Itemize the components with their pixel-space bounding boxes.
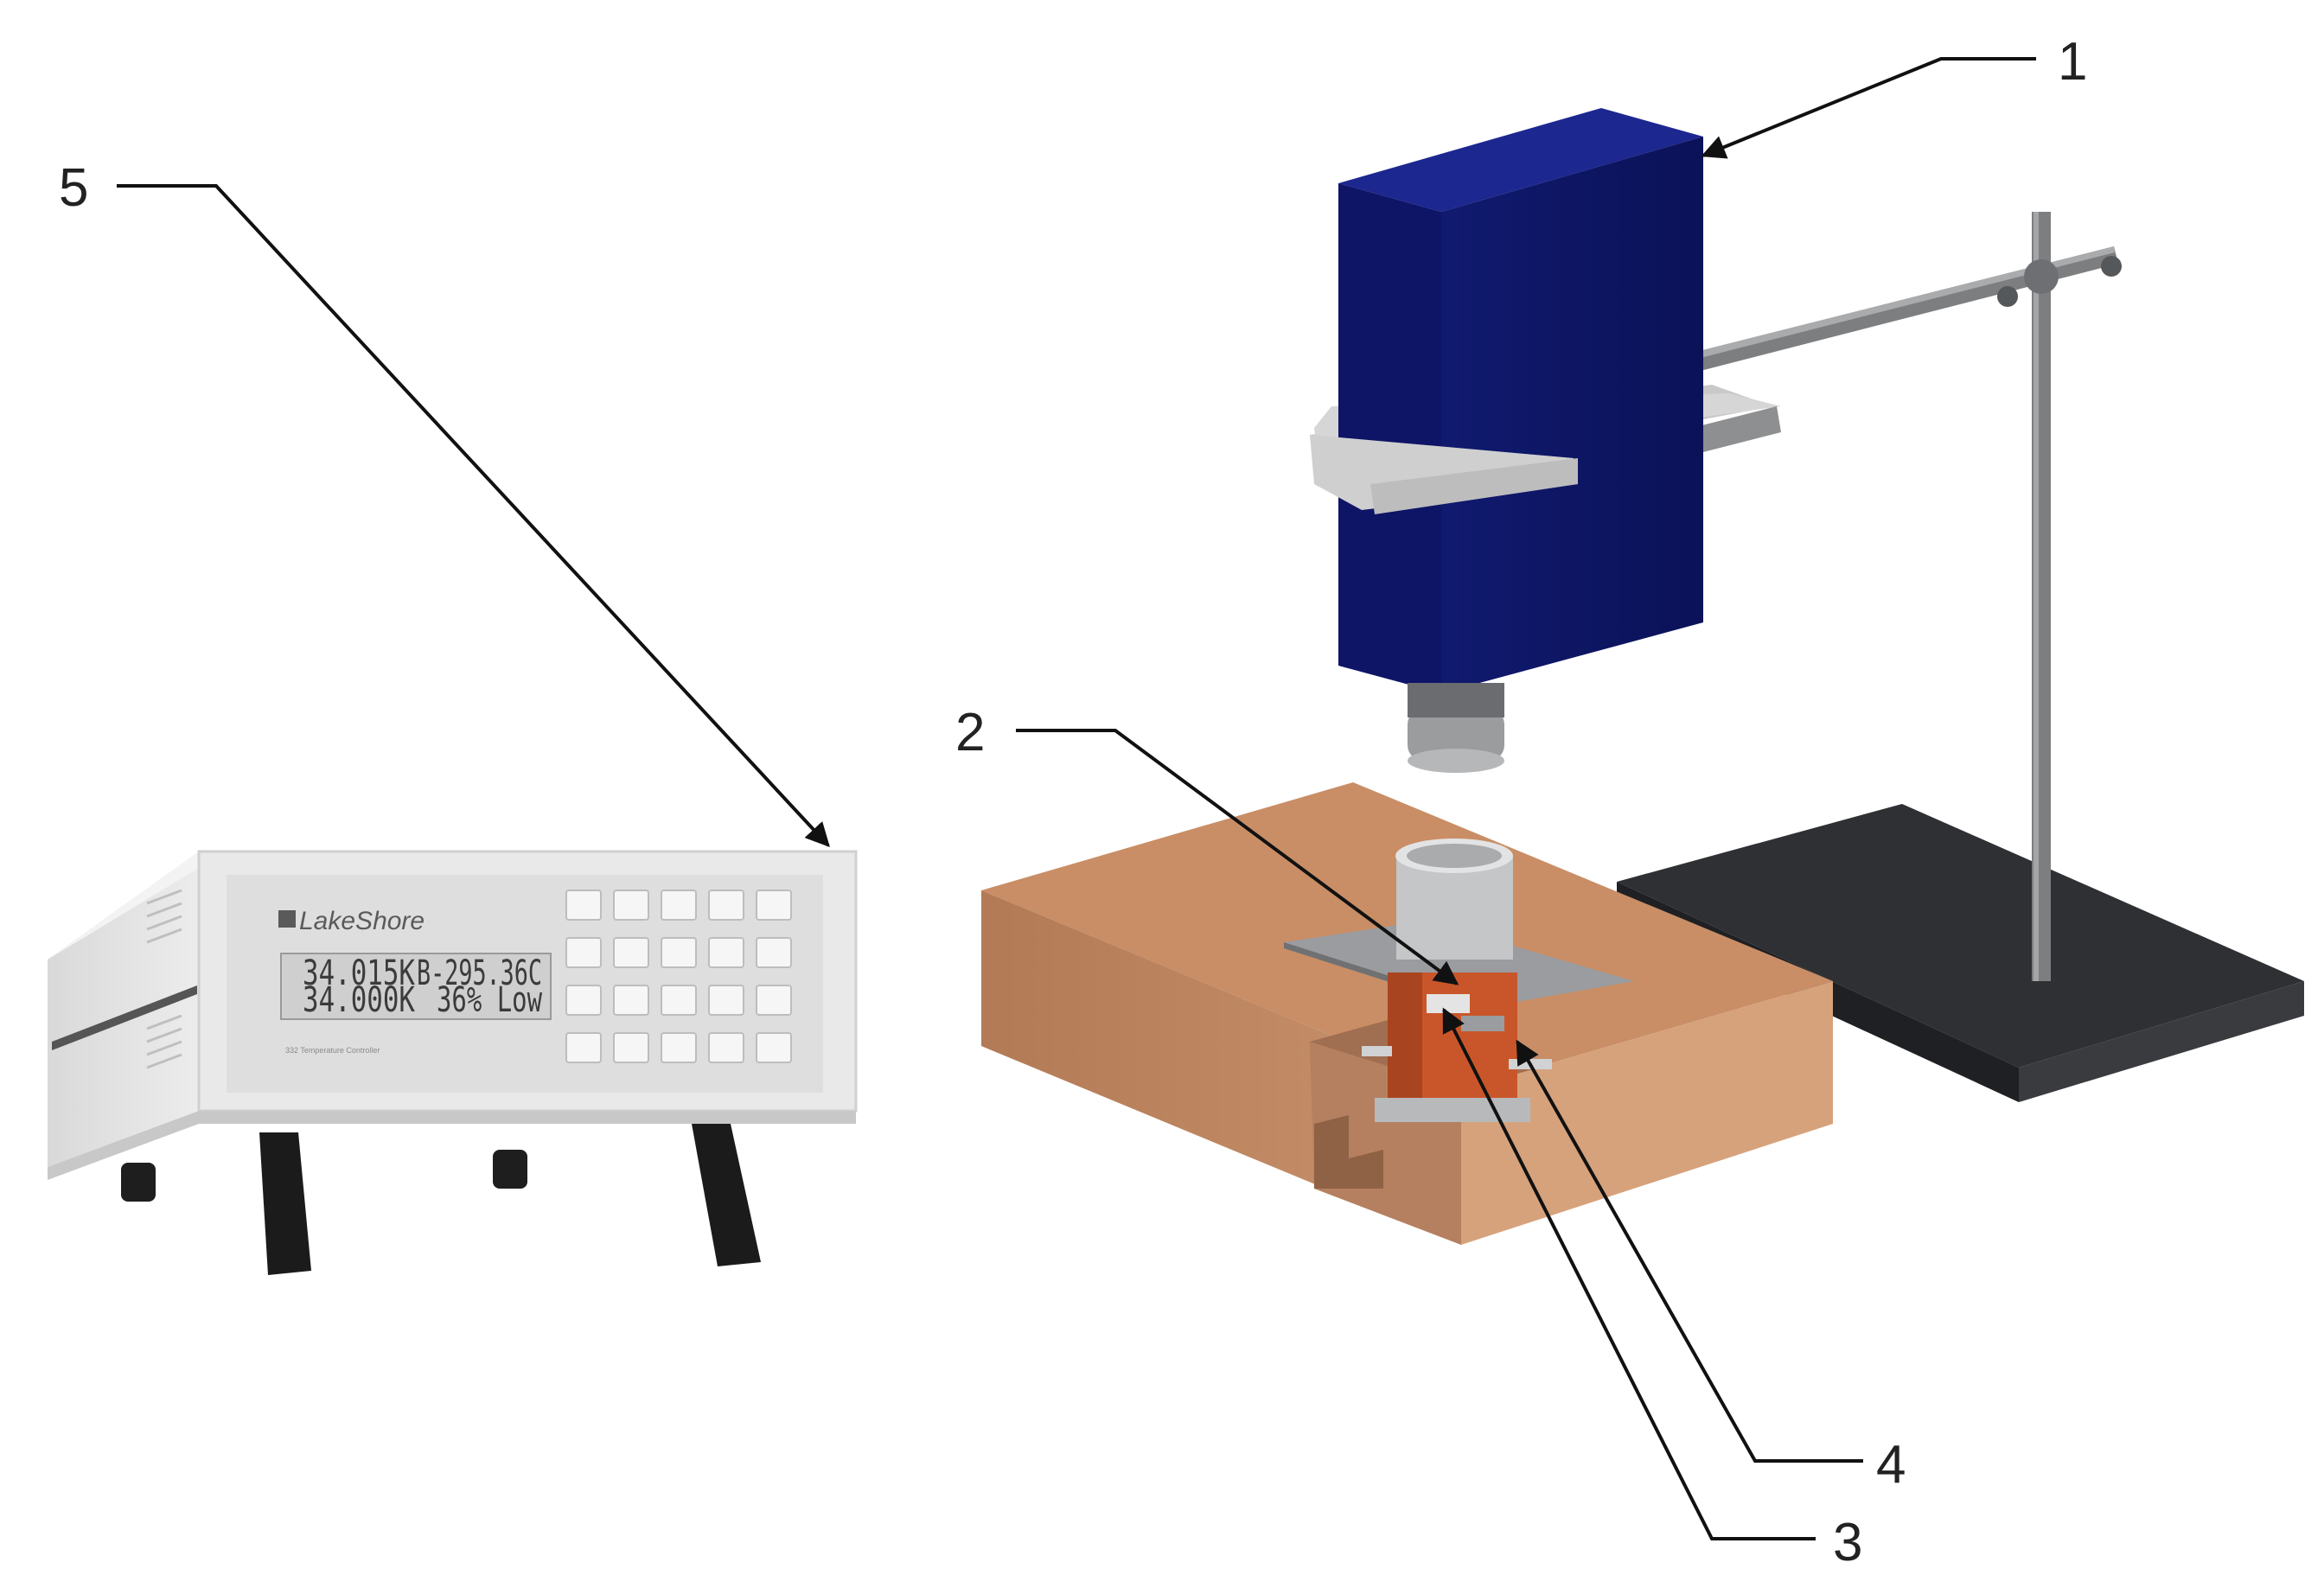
stand-base-top	[1617, 804, 2304, 1068]
camera-lens	[1408, 709, 1504, 761]
keypad-key[interactable]	[708, 890, 744, 921]
keypad-key[interactable]	[756, 1032, 792, 1063]
lcd-line1-left: 34.015K	[303, 953, 415, 993]
block-right-face	[1461, 981, 1833, 1245]
controller-left-side	[48, 851, 199, 1167]
temperature-controller: 34.015K B-295.36C 34.000K 36% Low LakeSh…	[48, 850, 858, 1275]
keypad-key[interactable]	[613, 937, 649, 968]
controller-foot	[121, 1163, 156, 1202]
keypad-key[interactable]	[708, 937, 744, 968]
keypad-key[interactable]	[613, 985, 649, 1016]
camera-body	[1338, 108, 1703, 773]
stand-clamp-knob	[1997, 286, 2018, 307]
keypad-key[interactable]	[565, 937, 602, 968]
keypad-key[interactable]	[661, 985, 697, 1016]
stand-base-side	[2019, 981, 2304, 1102]
callout-label-1: 1	[2058, 32, 2087, 92]
keypad-key[interactable]	[756, 890, 792, 921]
keypad-key[interactable]	[661, 1032, 697, 1063]
controller-vents	[146, 889, 182, 1069]
lcd-line1-right: B-295.36C	[417, 953, 542, 993]
lcd-line2-right: 36% Low	[437, 980, 543, 1020]
controller-brand: LakeShore	[299, 907, 425, 935]
leader-line-5	[117, 184, 830, 848]
keypad-key[interactable]	[565, 985, 602, 1016]
keypad-key[interactable]	[756, 985, 792, 1016]
camera-front-face	[1441, 137, 1703, 693]
keypad-key[interactable]	[565, 1032, 602, 1063]
camera-top-face	[1338, 108, 1703, 212]
callout-label-5: 5	[59, 158, 88, 218]
keypad-key[interactable]	[708, 1032, 744, 1063]
controller-keypad	[565, 890, 792, 1063]
keypad-key[interactable]	[565, 890, 602, 921]
controller-model-text: 332 Temperature Controller	[285, 1046, 380, 1055]
keypad-key[interactable]	[756, 937, 792, 968]
keypad-key[interactable]	[661, 937, 697, 968]
callout-lines	[117, 57, 2036, 1540]
leader-line-2	[1016, 729, 1459, 985]
leader-line-3	[1442, 1007, 1816, 1540]
stand-clamp-boss	[2024, 259, 2059, 294]
callout-labels: 1 2 3 4 5	[59, 32, 2087, 1572]
leader-line-1	[1701, 57, 2036, 159]
lcd-line2-left: 34.000K	[303, 980, 415, 1020]
keypad-key[interactable]	[613, 890, 649, 921]
callout-label-4: 4	[1876, 1435, 1906, 1495]
keypad-key[interactable]	[708, 985, 744, 1016]
callout-label-3: 3	[1833, 1513, 1862, 1572]
mounting-plate	[1284, 921, 1634, 1007]
glass-tube	[1396, 856, 1513, 960]
keypad-key[interactable]	[613, 1032, 649, 1063]
leader-line-4	[1516, 1039, 1863, 1463]
keypad-key[interactable]	[661, 890, 697, 921]
controller-lcd	[280, 953, 552, 1020]
lakeshore-logo-icon	[278, 910, 296, 928]
sample-holder-assembly	[1284, 839, 1634, 1122]
callout-label-2: 2	[955, 703, 985, 762]
camera-side-face	[1338, 183, 1441, 693]
